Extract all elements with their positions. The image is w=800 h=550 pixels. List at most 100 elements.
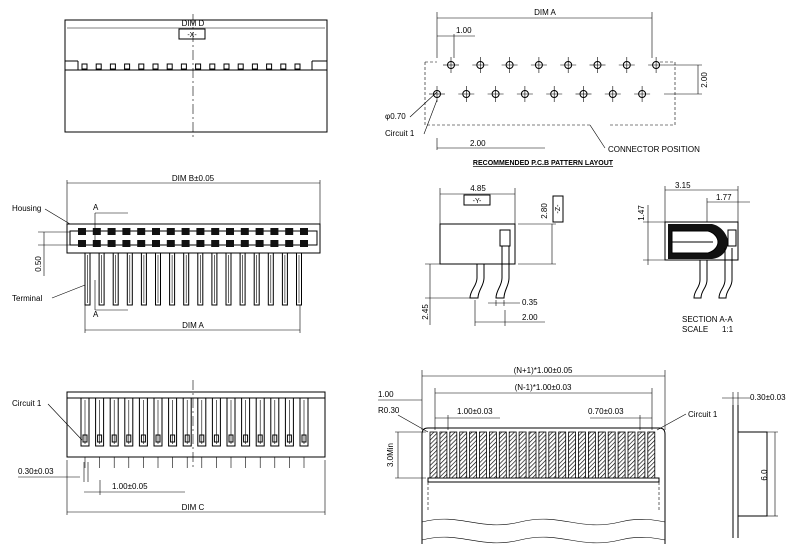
pcb-row-spacing-label: 2.00 <box>700 72 709 88</box>
bottom-view-contacts <box>80 397 309 468</box>
front-terminal-lead <box>112 252 119 306</box>
front-contact-bottom <box>152 240 160 247</box>
front-terminal-lead <box>98 252 105 306</box>
bottom-contact <box>95 397 105 447</box>
fpc-conductor-pads <box>429 431 656 479</box>
bottom-contact-tail <box>111 434 117 443</box>
bottom-contact-tail <box>82 434 88 443</box>
top-contact <box>223 63 230 70</box>
side-width-label: 4.85 <box>470 184 486 193</box>
bottom-contact-tail <box>97 434 103 443</box>
bottom-contact <box>124 397 134 447</box>
front-contact-bottom <box>226 240 234 247</box>
bottom-contact <box>168 397 178 447</box>
section-inner-label: 1.77 <box>716 193 732 202</box>
fpc-circuit-1-label: Circuit 1 <box>688 410 718 419</box>
front-contact-top <box>255 228 264 235</box>
fpc-conductor <box>617 431 626 479</box>
front-contact-bottom <box>107 240 116 247</box>
bottom-view: Circuit 1 0.30±0.03 1.00±0.05 DIM C <box>12 380 326 515</box>
bottom-circuit-1-label: Circuit 1 <box>12 399 42 408</box>
side-height-label: 2.80 <box>540 203 549 219</box>
section-scale-label: SCALE <box>682 325 708 334</box>
front-contact-bottom <box>78 240 86 247</box>
fpc-conductor <box>558 431 567 479</box>
bottom-contact-tail <box>257 434 263 443</box>
fpc-side-view: 0.30±0.03 6.0 <box>722 392 786 538</box>
top-contact <box>138 63 145 70</box>
front-contact-top <box>270 228 279 235</box>
bottom-contact-tail <box>140 434 146 443</box>
fpc-view: (N+1)*1.00±0.05 (N-1)*1.00±0.03 1.00 R0.… <box>378 366 718 544</box>
housing-label: Housing <box>12 204 41 213</box>
top-contact <box>166 63 173 70</box>
bottom-contact <box>109 397 119 447</box>
side-datum-y-tag: -Y- <box>473 198 482 205</box>
bottom-contact-tail <box>155 434 161 443</box>
fpc-conductor <box>469 431 478 479</box>
pcb-hole-grid <box>429 57 665 102</box>
front-contact-top <box>166 228 175 235</box>
top-contact <box>195 63 202 70</box>
fpc-conductor <box>439 431 448 479</box>
front-contact-top <box>211 228 220 235</box>
fpc-conductor <box>568 431 576 479</box>
top-contact <box>95 63 102 70</box>
front-terminal-lead <box>239 252 246 306</box>
top-view: DIM D -X- <box>64 14 328 138</box>
side-lead-length-label: 2.45 <box>421 304 430 320</box>
side-view: 4.85 -Y- 2.80 -Z- 2.45 0.35 2.00 <box>421 184 564 326</box>
pcb-circuit-1-label: Circuit 1 <box>385 129 415 138</box>
pcb-pattern-title: RECOMMENDED P.C.B PATTERN LAYOUT <box>473 160 614 167</box>
top-datum-x-tag: -X- <box>187 32 197 39</box>
front-terminal-lead <box>296 252 302 306</box>
top-contact <box>294 63 301 70</box>
fpc-conductor <box>548 431 557 479</box>
bottom-contact-tail <box>184 434 190 443</box>
bottom-contact-tail <box>228 434 234 443</box>
pcb-pitch-label: 1.00 <box>456 26 472 35</box>
bottom-contact <box>182 397 192 447</box>
bottom-dim-c-label: DIM C <box>182 503 205 512</box>
pcb-hole-diameter-label: φ0.70 <box>385 112 406 121</box>
bottom-contact <box>138 397 148 447</box>
bottom-contact-tail <box>170 434 176 443</box>
front-contact-top <box>226 228 234 235</box>
section-title: SECTION A-A <box>682 315 733 324</box>
front-contact-bottom <box>270 240 279 247</box>
fpc-conductor <box>607 431 616 479</box>
fpc-conductor <box>647 431 656 479</box>
front-contact-bottom <box>122 240 131 247</box>
fpc-edge-label: 1.00 <box>378 390 394 399</box>
front-contact-top <box>92 228 101 235</box>
top-contact <box>81 63 88 70</box>
top-contact <box>209 63 216 70</box>
front-dim-a-label: DIM A <box>182 321 204 330</box>
section-view: 3.15 1.77 1.47 SECTION A-A SCALE 1:1 <box>637 181 750 334</box>
bottom-contact-tail <box>199 434 205 443</box>
front-contact-bottom <box>255 240 264 247</box>
fpc-conductor <box>597 431 606 479</box>
bottom-contact <box>211 397 221 447</box>
section-scale-value: 1:1 <box>722 325 734 334</box>
top-contact <box>237 63 244 70</box>
bottom-contact-tail <box>213 434 219 443</box>
pcb-pattern-view: DIM A 1.00 2.00 φ0.70 Circuit 1 2.00 CON… <box>385 8 709 167</box>
bottom-contact-tail <box>126 434 132 443</box>
front-contact-top <box>107 228 116 235</box>
fpc-conductor <box>518 431 527 479</box>
bottom-contact <box>284 397 294 447</box>
fpc-conductor <box>498 431 507 479</box>
fpc-pitch-label: 1.00±0.03 <box>457 407 493 416</box>
fpc-conductor-width-label: 0.70±0.03 <box>588 407 624 416</box>
section-depth-label: 3.15 <box>675 181 691 190</box>
section-height-label: 1.47 <box>637 205 646 221</box>
bottom-contact-tail <box>243 434 249 443</box>
bottom-pitch-label: 1.00±0.05 <box>112 482 148 491</box>
fpc-conductor <box>578 431 586 479</box>
front-contact-bottom <box>196 240 205 247</box>
fpc-conductor <box>449 431 458 479</box>
pcb-dim-a-label: DIM A <box>534 8 556 17</box>
top-view-contacts <box>81 63 301 70</box>
front-height-label: 0.50 <box>34 256 43 272</box>
